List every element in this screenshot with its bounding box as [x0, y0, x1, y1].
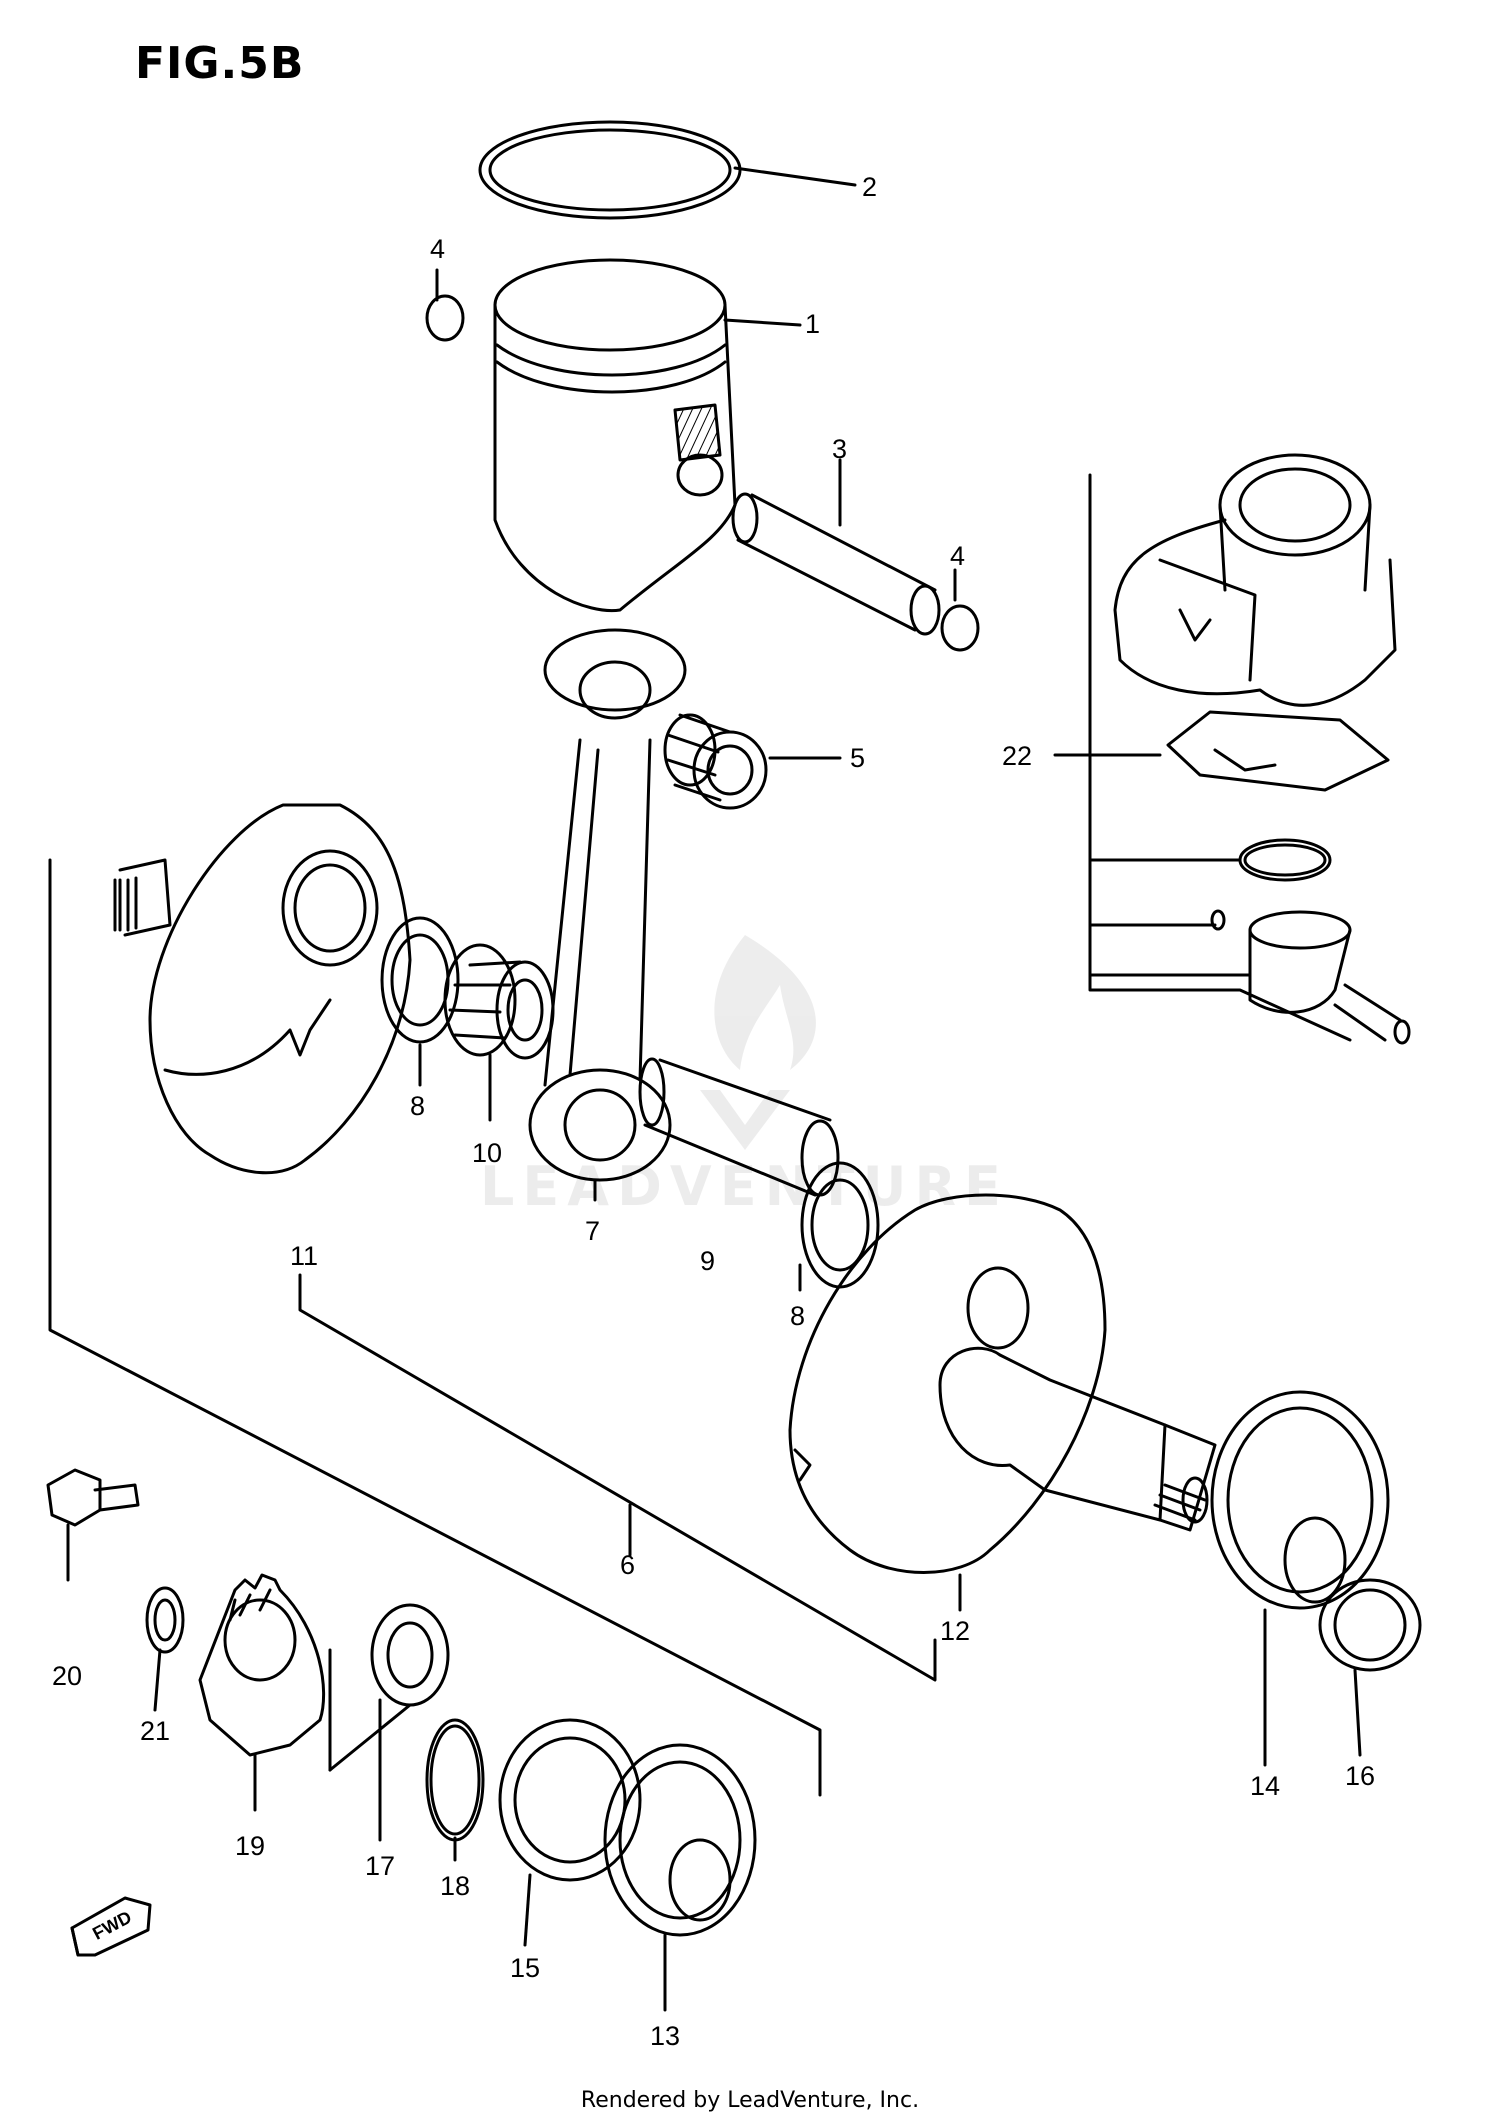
assembly-leader-lines	[1088, 858, 1252, 977]
callout-7: 7	[585, 1216, 600, 1246]
bolt-part-20	[46, 1468, 140, 1527]
callout-11: 11	[290, 1241, 318, 1271]
callout-21: 21	[140, 1716, 170, 1746]
spacer-part-17	[328, 1603, 450, 1772]
callout-19: 19	[235, 1831, 265, 1861]
leader-line-1	[723, 318, 802, 327]
crank-pin-part-9	[638, 1057, 840, 1197]
callout-4-top: 4	[430, 234, 445, 264]
crank-web-right-part-12	[788, 1193, 1217, 1574]
watermark-logo-icon	[700, 935, 816, 1150]
callout-14: 14	[1250, 1771, 1280, 1801]
callout-13: 13	[650, 2021, 680, 2051]
ball-bearing-part-14	[1210, 1390, 1390, 1610]
callout-17: 17	[365, 1851, 395, 1881]
leader-line-16	[1353, 1668, 1362, 1757]
washer-part-21	[145, 1586, 185, 1654]
piston-pin-part-3	[731, 492, 941, 636]
callout-16: 16	[1345, 1761, 1375, 1791]
crankshaft-bracket-11-12	[298, 1273, 937, 1682]
assembly-bracket-line	[1088, 473, 1352, 1042]
o-ring-part-18	[425, 1718, 485, 1842]
piston-kit-assembly-small	[1210, 838, 1411, 1045]
callout-15: 15	[510, 1953, 540, 1983]
callout-20: 20	[52, 1661, 82, 1691]
circlip-part-4-top	[425, 294, 465, 342]
callout-1: 1	[805, 309, 820, 339]
needle-bearing-part-10	[443, 943, 555, 1060]
callout-6: 6	[620, 1550, 635, 1580]
oil-seal-part-15	[498, 1718, 642, 1882]
callout-10: 10	[472, 1138, 502, 1168]
callout-22: 22	[1002, 741, 1032, 771]
oil-seal-part-16	[1318, 1578, 1422, 1672]
leader-line-15	[523, 1873, 532, 1947]
piston-ring-part-2	[478, 120, 742, 220]
callout-18: 18	[440, 1871, 470, 1901]
piston-part-1	[493, 258, 737, 613]
footer-credit: Rendered by LeadVenture, Inc.	[580, 2088, 920, 2113]
crank-web-left-part-11	[113, 803, 412, 1175]
connecting-rod-part-7	[528, 628, 687, 1182]
callout-5: 5	[850, 743, 865, 773]
callout-4-right: 4	[950, 541, 965, 571]
callout-8-right: 8	[790, 1301, 805, 1331]
circlip-part-4-right	[940, 604, 980, 652]
crankshaft-bracket-6	[48, 858, 822, 1797]
cylinder-assembly-part-22	[1113, 453, 1397, 792]
thrust-washer-part-8-right	[800, 1161, 880, 1289]
figure-title: FIG.5B	[135, 38, 305, 89]
callout-9: 9	[700, 1246, 715, 1276]
ball-bearing-part-13	[603, 1743, 757, 1937]
fwd-arrow-icon	[70, 1896, 152, 1957]
leader-line-21	[153, 1648, 162, 1712]
callout-8-left: 8	[410, 1091, 425, 1121]
leader-line-2	[733, 166, 857, 187]
needle-bearing-part-5	[663, 713, 768, 810]
callout-2: 2	[862, 172, 877, 202]
primary-gear-part-19	[198, 1573, 326, 1757]
callout-3: 3	[832, 434, 847, 464]
callout-12: 12	[940, 1616, 970, 1646]
